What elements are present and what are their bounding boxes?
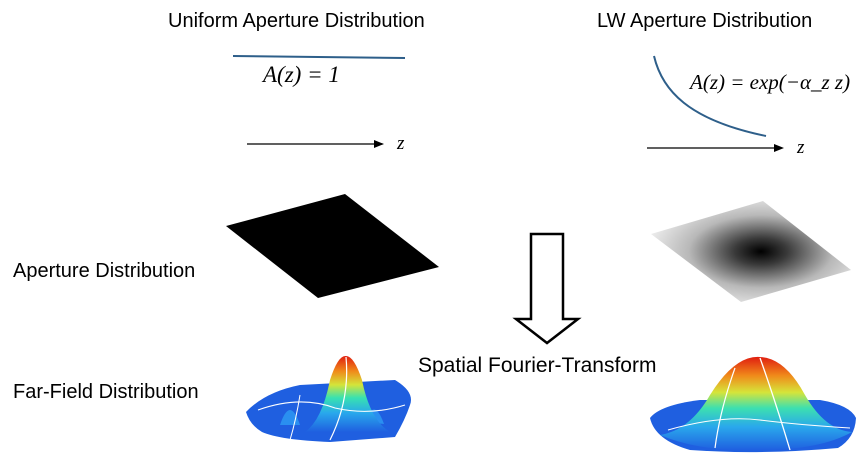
lw-formula: A(z) = exp(−α_z z) — [690, 70, 850, 95]
aperture-distribution-label: Aperture Distribution — [13, 260, 196, 282]
uniform-formula-text: A(z) = 1 — [263, 62, 340, 87]
uniform-title: Uniform Aperture Distribution — [168, 10, 425, 32]
lw-formula-text: A(z) = exp(−α_z z) — [690, 70, 851, 94]
uniform-z-axis-label: z — [397, 133, 405, 154]
uniform-formula: A(z) = 1 — [263, 62, 340, 88]
spatial-fourier-transform-label: Spatial Fourier-Transform — [418, 354, 657, 377]
lw-z-axis-label: z — [797, 137, 805, 158]
lw-title: LW Aperture Distribution — [597, 10, 813, 32]
far-field-distribution-label: Far-Field Distribution — [13, 381, 199, 403]
